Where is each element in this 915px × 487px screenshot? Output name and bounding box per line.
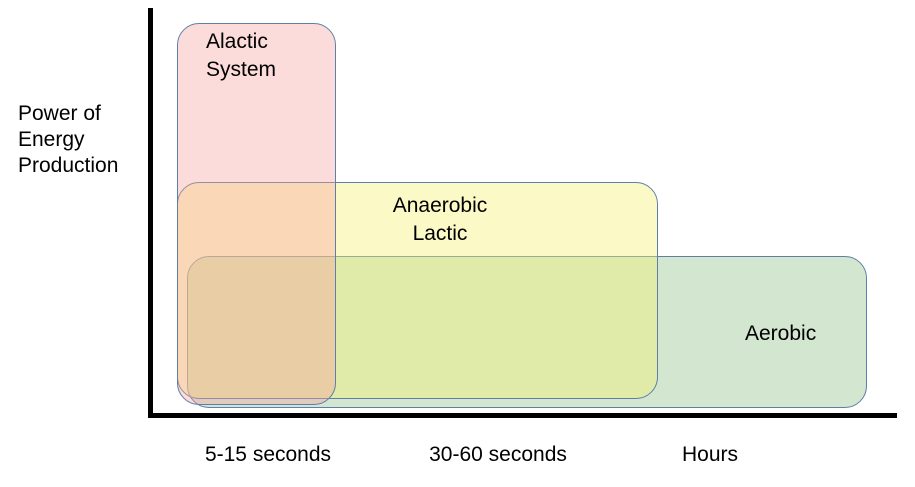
region-alactic-system: [177, 23, 336, 405]
region-anaerobic-lactic: [177, 182, 658, 399]
region-label-anaerobic-lactic: Anaerobic Lactic: [392, 194, 488, 245]
region-label-aerobic: Aerobic: [745, 322, 817, 345]
region-label-alactic-system: Alactic System: [206, 30, 277, 81]
x-tick-label-hours: Hours: [681, 443, 739, 466]
x-tick-label-5-15-seconds: 5-15 seconds: [204, 443, 332, 466]
y-axis-title: Power of Energy Production: [18, 102, 119, 177]
x-axis-line: [148, 413, 897, 418]
region-aerobic: [187, 256, 867, 408]
x-tick-label-30-60-seconds: 30-60 seconds: [429, 443, 567, 466]
y-axis-line: [148, 8, 153, 418]
